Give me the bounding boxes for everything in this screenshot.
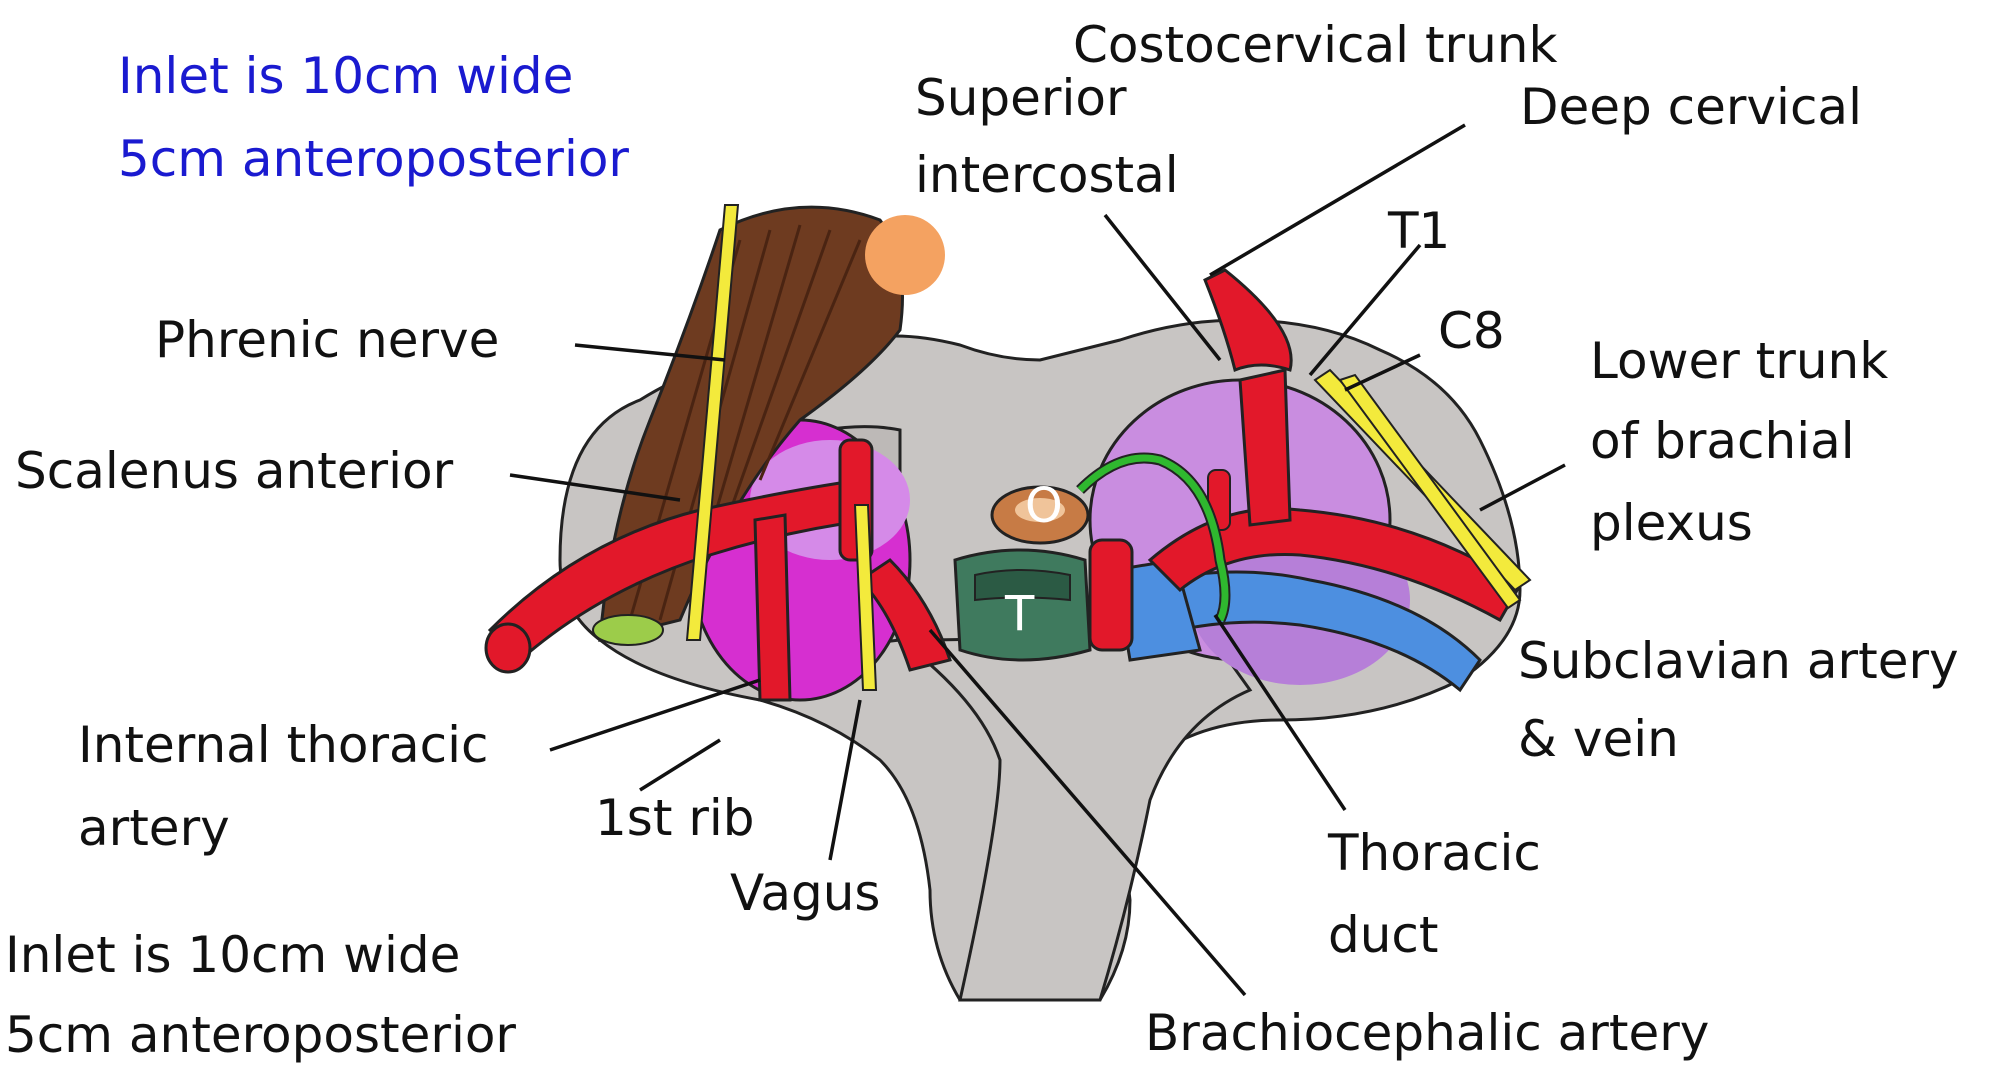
leader-costocervical: [1209, 123, 1466, 277]
note-bottom-line1: Inlet is 10cm wide: [5, 926, 460, 984]
nerves: [685, 204, 1532, 691]
leader-phrenic: [574, 343, 726, 362]
labels: Inlet is 10cm wide 5cm anteroposterior C…: [5, 16, 1959, 1064]
label-costocervical-trunk: Costocervical trunk: [1073, 16, 1557, 74]
superior-intercostal-artery-vessel: [1238, 368, 1292, 527]
left-subclavian-cut-end: [484, 622, 532, 674]
label-phrenic-nerve: Phrenic nerve: [155, 311, 499, 369]
leader-t1: [1308, 243, 1422, 377]
subclavian-vein: [1117, 570, 1482, 693]
leader-internal-thoracic: [549, 678, 761, 752]
label-lower-trunk-line3: plexus: [1590, 494, 1753, 552]
leader-first-rib: [639, 738, 721, 792]
leader-scalenus: [509, 473, 681, 502]
label-lower-trunk-line1: Lower trunk: [1590, 332, 1888, 390]
trachea-mark: T: [1004, 586, 1035, 642]
oesophagus-mark: O: [1025, 478, 1063, 534]
label-internal-thoracic-line2: artery: [78, 799, 230, 857]
note-bottom-line2: 5cm anteroposterior: [5, 1006, 516, 1064]
leader-vagus: [828, 699, 862, 861]
scalenus-insertion: [865, 215, 945, 295]
leader-c8: [1344, 353, 1421, 392]
c8-nerve-strand: [1338, 373, 1522, 610]
label-thoracic-duct-line1: Thoracic: [1327, 824, 1541, 882]
label-thoracic-duct-line2: duct: [1328, 906, 1439, 964]
leader-superior-intercostal: [1103, 213, 1222, 362]
label-scalenus-anterior: Scalenus anterior: [15, 442, 454, 500]
leader-lines: [509, 123, 1566, 997]
label-deep-cervical: Deep cervical: [1520, 78, 1862, 136]
thoracic-duct-fill: [1077, 454, 1229, 622]
label-brachiocephalic-artery: Brachiocephalic artery: [1145, 1004, 1709, 1062]
leader-lower-trunk: [1479, 463, 1566, 512]
label-superior-intercostal-line2: intercostal: [915, 146, 1179, 204]
vagus-nerve-strand: [853, 504, 878, 691]
label-subclavian-line1: Subclavian artery: [1518, 632, 1959, 690]
right-common-carotid: [1088, 538, 1134, 652]
phrenic-nerve-strand: [685, 204, 740, 641]
label-lower-trunk-line2: of brachial: [1590, 412, 1855, 470]
illustration: O T: [484, 204, 1532, 1002]
trachea-lumen: [974, 569, 1071, 602]
muscle-cut-end: [592, 614, 664, 646]
label-vagus: Vagus: [730, 864, 880, 922]
note-top-line2: 5cm anteroposterior: [118, 130, 629, 188]
internal-thoracic-artery-vessel: [753, 513, 792, 702]
leader-brachiocephalic: [928, 628, 1247, 997]
label-first-rib: 1st rib: [595, 789, 755, 847]
label-c8: C8: [1438, 302, 1505, 360]
costocervical-artery: [1203, 268, 1293, 373]
label-superior-intercostal-line1: Superior: [915, 69, 1127, 127]
leader-thoracic-duct: [1213, 614, 1347, 811]
note-top-line1: Inlet is 10cm wide: [118, 47, 573, 105]
label-t1: T1: [1387, 202, 1450, 260]
label-subclavian-line2: & vein: [1518, 710, 1679, 768]
label-internal-thoracic-line1: Internal thoracic: [78, 716, 489, 774]
oesophagus-lumen: [1015, 498, 1065, 522]
brachiocephalic-artery-vessel: [857, 558, 952, 672]
